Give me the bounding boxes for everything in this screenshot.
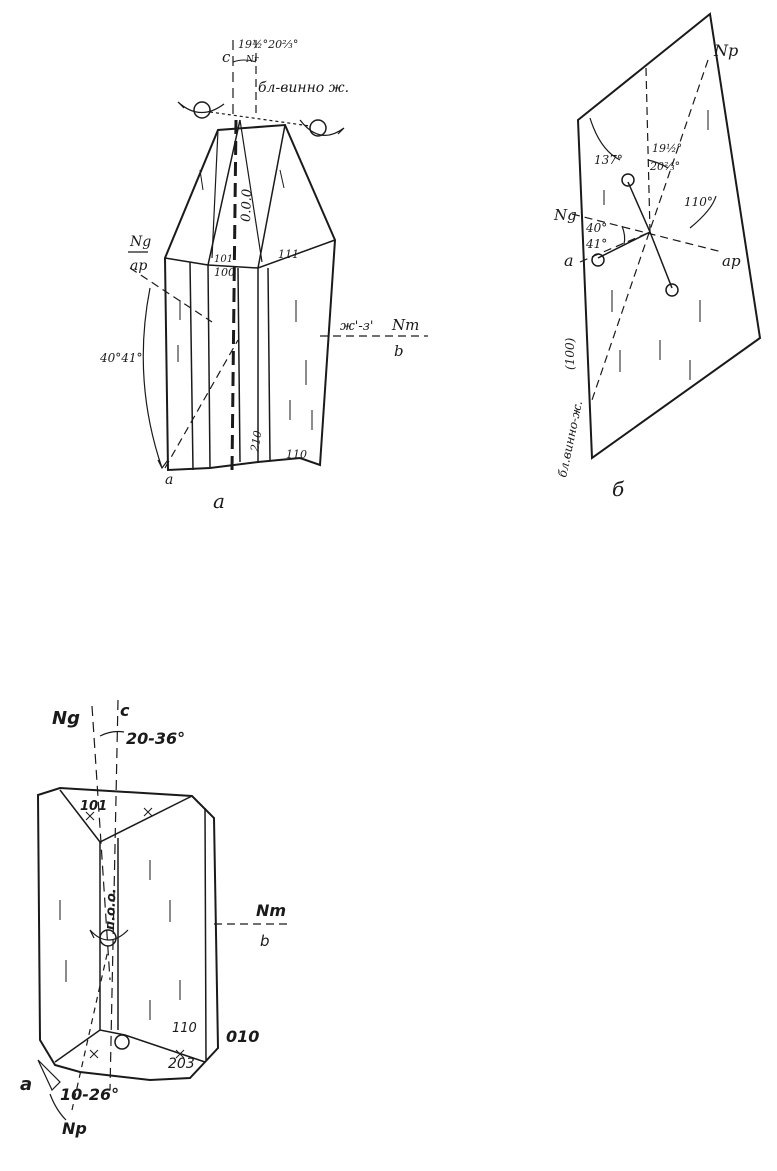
optic-axis-bottom-c-icon [115,1035,129,1049]
label-100-a: 100 [214,266,235,279]
crystal-c-hatching [60,808,184,1058]
label-c-a: c [222,48,231,66]
label-ooo-a: 0.0.0 [239,189,255,223]
c-axis-a [232,120,236,470]
optic-axis-line-1-b [628,182,672,288]
angle-arc-side-a [143,288,168,468]
label-c-c: c [120,701,130,720]
label-np-b: Np [713,41,738,60]
label-a-a: a [165,472,173,488]
label-203-c: 203 [168,1056,195,1072]
label-np-c: Np [62,1119,87,1138]
label-angles-top-a: 19½°20⅔° [238,38,298,51]
label-40-b: 40° [585,221,607,235]
arc-top-c [100,732,124,737]
label-b-c: b [260,932,270,950]
label-a-c: a [20,1074,32,1095]
label-111-a: 111 [278,248,299,261]
label-color-b: бл.винно-ж. [555,399,585,478]
figure-c: Ng c 20-36° 101 п.о.о. Nm b 110 010 203 … [20,700,290,1138]
label-nm-a: Nm [391,316,419,334]
label-top-sub-a: Nr [245,55,259,65]
label-210-a: 210 [248,430,265,454]
label-100-b: (100) [563,337,577,370]
label-nm-c: Nm [256,901,286,920]
label-ap-a: ap [130,258,147,274]
rotation-arrow-c-icon [90,930,128,940]
label-ng-b: Ng [553,206,577,224]
label-110-c: 110 [172,1021,197,1036]
vertical-ref-b [646,68,650,232]
label-137-b: 137° [594,153,623,167]
caption-b: б [612,477,625,501]
label-angle-side-a: 40°41° [99,351,143,365]
label-angle-bottom-c: 10-26° [60,1085,119,1104]
optic-axis-bottom-icon [666,284,678,296]
optic-axis-top-c-icon [100,930,116,946]
ng-ap-line-a [130,268,212,322]
label-19-b: 19½° [652,142,682,155]
optic-axes-plane-a [210,112,310,126]
label-ap-b: ap [722,252,741,270]
a-direction-line [165,340,238,468]
label-a-b: a [564,251,574,270]
figure-b: Np 137° 19½° 20⅔° 110° Ng 40° 41° a ap (… [553,14,760,501]
figure-a: c 19½°20⅔° Nr бл-винно ж. Ng ap 40°41° 0… [99,38,428,513]
facet-101-c [60,790,192,842]
label-ng-a: Ng [129,234,151,250]
label-101-a: 101 [214,254,233,265]
label-110deg-b: 110° [684,195,713,209]
rotation-arrow-right-icon [300,120,344,135]
label-010-c: 010 [226,1027,259,1046]
label-b-a: b [394,342,404,360]
label-41-b: 41° [585,237,607,251]
label-color-a: бл-винно ж. [258,80,349,96]
label-angle-top-c: 20-36° [126,729,185,748]
label-color-right-a: ж'-з' [340,319,373,334]
caption-a: а [213,489,225,513]
optic-axis-left-icon [592,254,604,266]
label-101-c: 101 [80,799,107,814]
label-ooo-c: п.о.о. [103,888,119,930]
optic-axis-left-icon [194,102,210,118]
label-ng-c: Ng [52,708,80,729]
label-20-b: 20⅔° [649,160,680,173]
label-110-a: 110 [286,448,307,461]
arc-40-b [622,226,625,244]
plate-b-outline [578,14,760,458]
optic-axis-top-icon [622,174,634,186]
rotation-arrow-left-icon [178,102,224,113]
